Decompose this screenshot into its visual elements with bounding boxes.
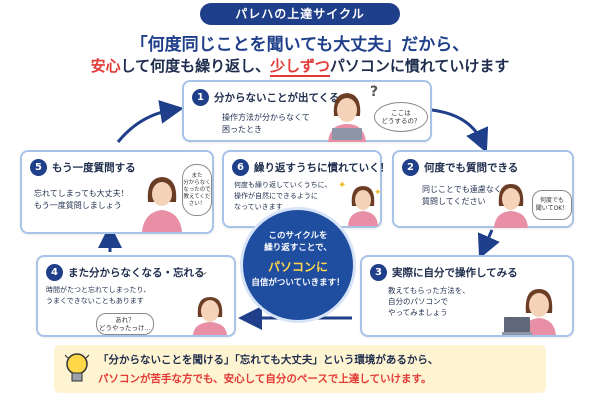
woman-confused-icon: [193, 297, 227, 335]
step-4-number: 4: [46, 264, 63, 281]
step-1-number: 1: [192, 89, 209, 106]
headline-anshin: 安心: [90, 57, 121, 75]
headline-line2: 安心して何度も繰り返し、少しずつパソコンに慣れていけます: [0, 55, 600, 77]
step-2-title: 何度でも質問できる: [424, 162, 519, 174]
headline-part4: パソコンに慣れていけます: [329, 57, 510, 75]
step-5-title: もう一度質問する: [52, 162, 136, 174]
center-line2: パソコンに: [267, 260, 328, 274]
step-4-body: 時間がたつと忘れてしまったり、 うまくできないこともあります: [46, 286, 151, 305]
headline-part2: して何度も繰り返し、: [120, 57, 271, 75]
step-1-body: 操作方法が分からなくて 困ったとき: [222, 113, 310, 134]
lightbulb-icon: [64, 353, 90, 382]
sparkle-icon: ✦: [338, 180, 347, 191]
step-5-speech-bubble: また 分からなく なったので 教えてください！: [182, 164, 212, 216]
step-5-number: 5: [30, 159, 47, 176]
sparkle-icon-2: ✦: [374, 188, 382, 198]
arrow-1-to-2: [431, 108, 489, 153]
step-3-number: 3: [370, 264, 387, 281]
step-1-title: 分からないことが出てくる: [214, 92, 340, 104]
step-4-speech-bubble: あれ？ どうやったっけ…: [96, 313, 154, 335]
arrow-2-to-3: [477, 229, 500, 259]
center-line3: 自信がついていきます！: [251, 278, 345, 288]
step-3-body: 教えてもらった方法を、 自分のパソコンで やってみましょう: [388, 286, 470, 317]
step-2-number: 2: [402, 159, 419, 176]
step-1-card: 1 分からないことが出てくる 操作方法が分からなくて 困ったとき ? ここは どう…: [182, 80, 432, 142]
step-3-card: 3 実際に自分で操作してみる 教えてもらった方法を、 自分のパソコンで やってみま…: [360, 255, 574, 337]
step-2-speech-bubble: 何度でも 聞いてOK！: [532, 190, 572, 220]
arrow-5-to-1: [116, 100, 184, 143]
step-5-card: 5 もう一度質問する 忘れてしまっても大丈夫！ もう一度質問しましょう また 分か…: [20, 150, 214, 234]
confused-icon: 〜: [196, 267, 207, 280]
step-4-title: また分からなくなる・忘れる: [68, 267, 205, 279]
step-2-card: 2 何度でも質問できる 同じことでも遠慮なく 質問してください 何度でも 聞いてO…: [392, 150, 574, 228]
woman-laptop-icon: [328, 93, 366, 142]
step-6-body: 何度も繰り返していくうちに、 操作が自然にできるように なっていきます: [234, 181, 332, 211]
step-6-title: 繰り返すうちに慣れていく！: [254, 162, 391, 174]
woman-happy-icon: [348, 186, 378, 226]
step-4-card: 4 また分からなくなる・忘れる 時間がたつと忘れてしまったり、 うまくできないこと…: [36, 255, 236, 337]
center-line1: このサイクルを 繰り返すことで、: [264, 231, 332, 253]
step-5-body: 忘れてしまっても大丈夫！ もう一度質問しましょう: [34, 189, 129, 210]
woman-waving-icon: [494, 184, 528, 228]
woman-laptop-icon-2: [502, 289, 556, 335]
footer-message-box: 「分からないことを聞ける」「忘れても大丈夫」という環境があるから、 パソコンが苦…: [54, 345, 546, 393]
footer-line1: 「分からないことを聞ける」「忘れても大丈夫」という環境があるから、: [98, 354, 439, 366]
center-cycle-message: このサイクルを 繰り返すことで、 パソコンに 自信がついていきます！: [240, 207, 356, 323]
step-3-title: 実際に自分で操作してみる: [392, 267, 518, 279]
step-6-card: 6 繰り返すうちに慣れていく！ 何度も繰り返していくうちに、 操作が自然にできるよ…: [222, 150, 390, 228]
headline-line1: 「何度同じことを聞いても大丈夫」だから、: [130, 35, 470, 55]
question-mark-icon: ?: [370, 84, 379, 100]
woman-raising-hand-icon: [142, 177, 182, 232]
step-2-body: 同じことでも遠慮なく 質問してください: [422, 185, 502, 206]
step-1-speech-bubble: ここは どうするの？: [374, 102, 428, 132]
cycle-title-badge: パレハの上達サイクル: [200, 3, 400, 25]
headline-sukoshizutsu: 少しずつ: [270, 57, 330, 77]
step-6-number: 6: [232, 159, 249, 176]
footer-line2: パソコンが苦手な方でも、安心して自分のペースで上達していけます。: [98, 373, 432, 385]
